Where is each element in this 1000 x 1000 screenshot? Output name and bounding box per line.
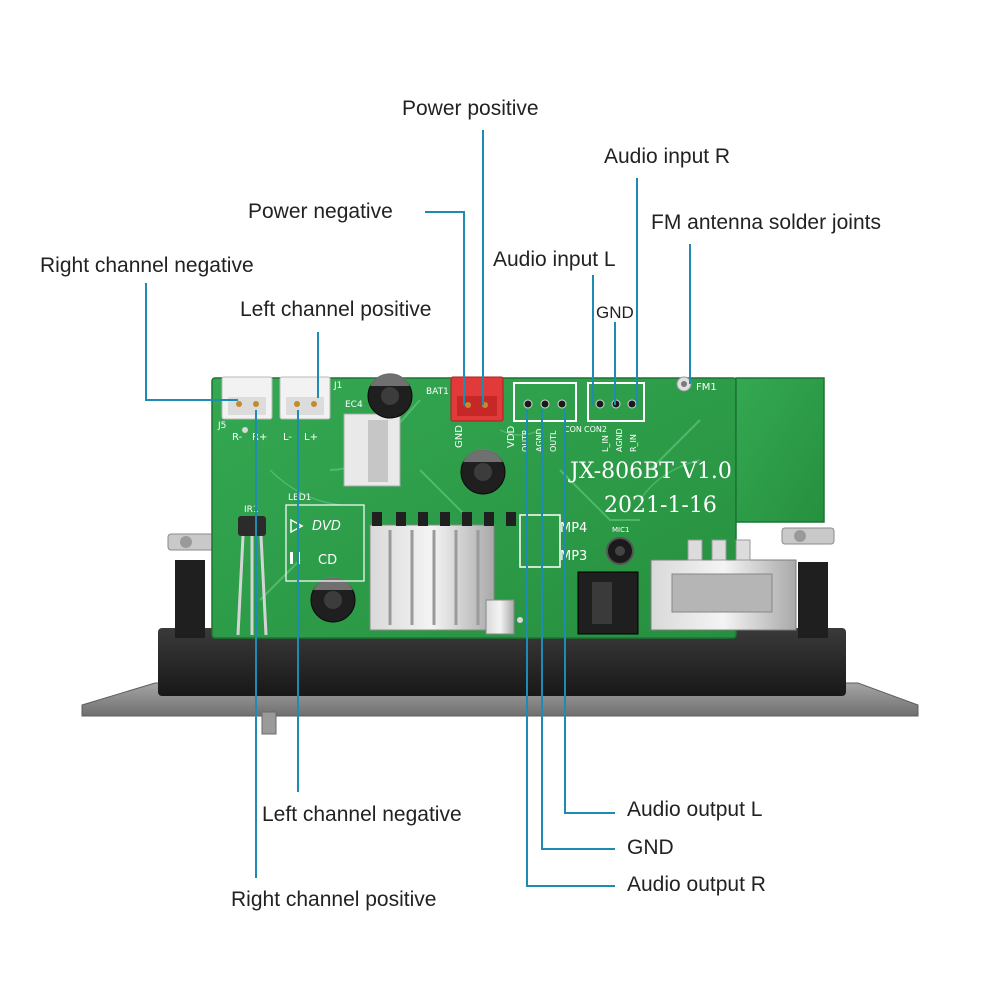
pcb-label-outr: OUTR: [521, 429, 530, 452]
pcb-label-gnd: GND: [454, 425, 465, 448]
leader-power-negative: [425, 211, 465, 405]
capacitor-3: [310, 577, 356, 623]
pcb-label-ec4: EC4: [345, 400, 363, 410]
label-right-channel-positive: Right channel positive: [231, 888, 437, 911]
ribbon-connector: [343, 413, 401, 487]
capacitor-ec4: [367, 373, 413, 419]
ir-receiver: [236, 516, 268, 636]
connector-j5: [221, 376, 273, 420]
label-audio-input-r: Audio input R: [604, 145, 731, 168]
fm-solder-pad: [676, 376, 692, 392]
pcb-label-led1: LED1: [288, 493, 311, 503]
component-row: [372, 512, 516, 526]
leader-audio-output-l: [564, 410, 615, 814]
pcb-label-fm1: FM1: [696, 382, 717, 393]
pcb-label-agnd: AGND: [535, 428, 544, 452]
pcb-label-agnd2: AGND: [615, 428, 624, 452]
label-audio-output-r: Audio output R: [627, 873, 766, 896]
heatsink: [369, 524, 515, 635]
capacitor-2: [460, 449, 506, 495]
label-gnd-bottom: GND: [627, 836, 674, 859]
pcb-label-vdd: VDD: [506, 425, 517, 448]
label-fm-antenna: FM antenna solder joints: [651, 211, 881, 234]
leader-audio-output-r: [526, 410, 615, 887]
label-left-channel-positive: Left channel positive: [240, 298, 432, 321]
microphone: [606, 537, 634, 565]
pcb-label-mp3: MP3: [560, 549, 587, 564]
pcb-label-outl: OUTL: [549, 430, 558, 452]
bezel: [158, 560, 846, 696]
pcb-date: 2021-1-16: [604, 493, 717, 518]
leader-lines: [145, 130, 691, 887]
connector-j1: [279, 376, 331, 420]
pcb-label-mp4: MP4: [560, 521, 587, 536]
label-left-channel-negative: Left channel negative: [262, 803, 462, 826]
label-power-negative: Power negative: [248, 200, 393, 223]
leader-gnd-bottom: [541, 410, 615, 850]
pcb-label-r-plus: R+: [252, 432, 267, 443]
mounting-bracket-right: [781, 527, 835, 545]
pcb-label-con: CON: [564, 425, 582, 434]
audio-jack: [577, 571, 639, 635]
label-power-positive: Power positive: [402, 97, 539, 120]
leader-right-channel-negative: [145, 283, 238, 401]
connector-bat1: [450, 376, 504, 422]
pcb-model: JX-806BT V1.0: [568, 459, 732, 484]
pcb-label-rin: R_IN: [629, 434, 638, 452]
pcb-label-j1: J1: [333, 381, 342, 391]
pcb-label-l-minus: L-: [283, 432, 292, 443]
usb-port: [650, 539, 797, 631]
pcb-label-dvd: DVD: [312, 519, 341, 534]
label-right-channel-negative: Right channel negative: [40, 254, 254, 277]
pcb-label-mic1: MIC1: [612, 526, 629, 534]
pcb-label-r-minus: R-: [232, 432, 243, 443]
label-gnd-top: GND: [596, 303, 634, 322]
pcb-label-lin: L_IN: [601, 435, 610, 452]
pcb-label-con2: CON2: [584, 425, 607, 434]
pcb-label-j5: J5: [217, 421, 226, 431]
mounting-bracket-left: [167, 533, 221, 551]
label-audio-input-l: Audio input L: [493, 248, 616, 271]
pcb-label-ir1: IR1: [244, 505, 259, 515]
pcb-label-cd: CD: [318, 553, 337, 568]
chip: [519, 514, 561, 568]
header-con-output: [513, 382, 577, 422]
pcb-label-l-plus: L+: [304, 432, 318, 443]
pcb-label-bat1: BAT1: [426, 387, 449, 397]
pcb-silkscreen: J5 R- R+ J1 L- L+ EC4 BAT1 GND VDD OUTR …: [217, 381, 732, 568]
label-audio-output-l: Audio output L: [627, 798, 763, 821]
